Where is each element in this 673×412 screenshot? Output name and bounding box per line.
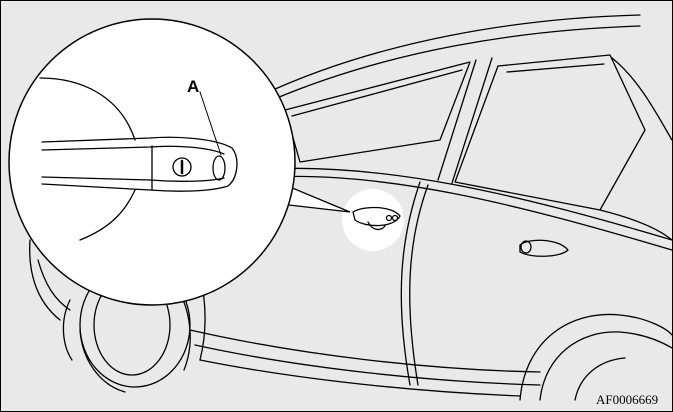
callout-label-a: A: [187, 77, 199, 96]
figure-code: AF0006669: [596, 392, 658, 407]
